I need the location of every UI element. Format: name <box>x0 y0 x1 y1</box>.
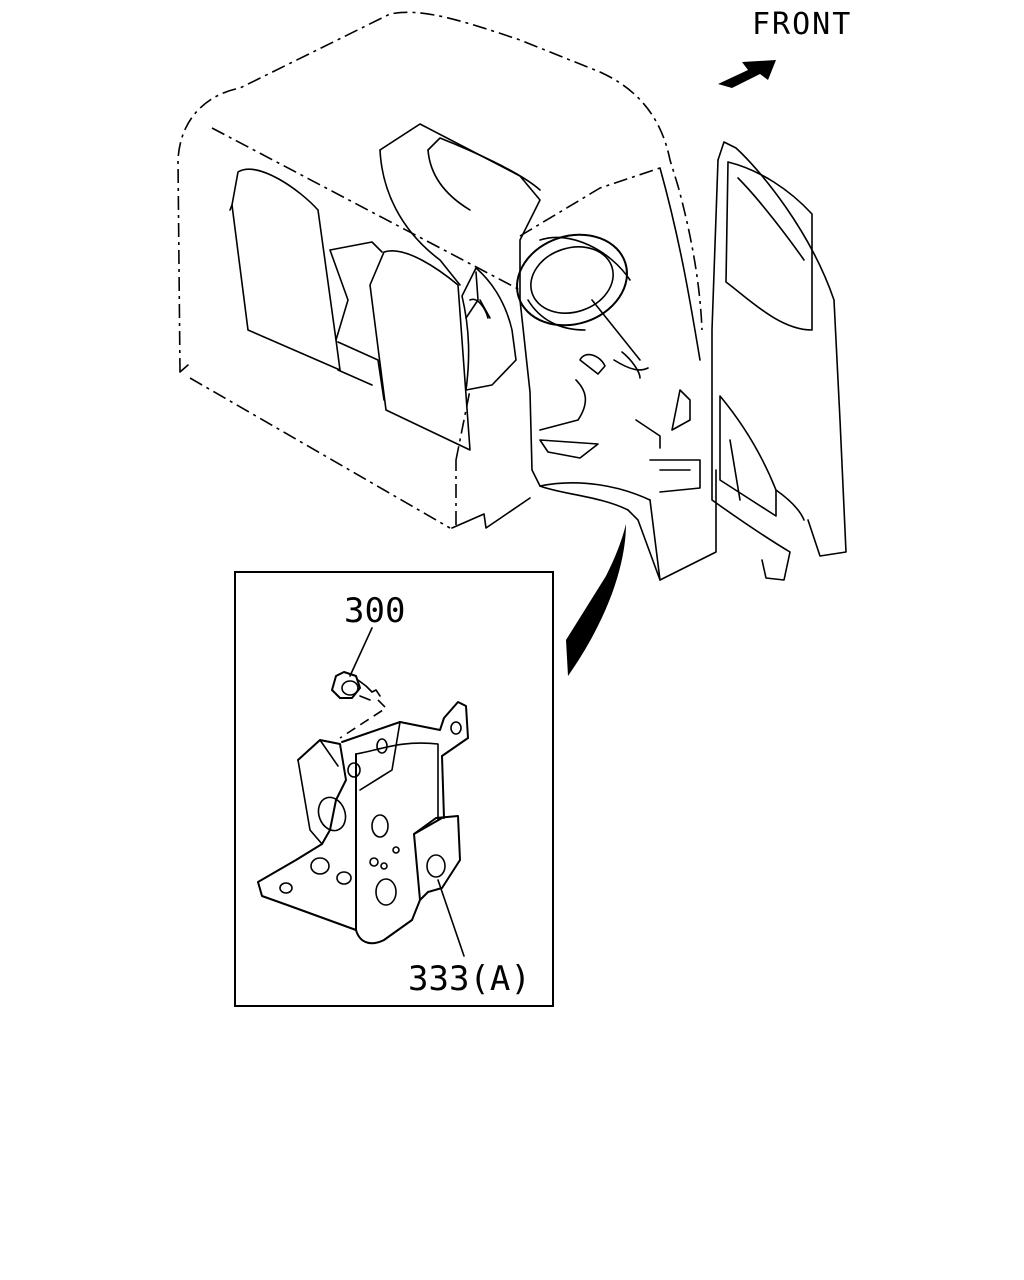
callout-300: 300 <box>344 591 405 631</box>
front-arrow-icon <box>718 60 776 88</box>
cab-outline <box>177 11 847 581</box>
leader-300 <box>349 627 373 677</box>
bracket-333a <box>257 701 469 945</box>
bolt-300 <box>331 671 388 739</box>
callout-333a: 333(A) <box>408 959 531 999</box>
detail-frame <box>234 571 554 1007</box>
detail-leader <box>566 524 626 676</box>
front-label: FRONT <box>752 7 852 42</box>
leader-333a <box>437 879 465 957</box>
